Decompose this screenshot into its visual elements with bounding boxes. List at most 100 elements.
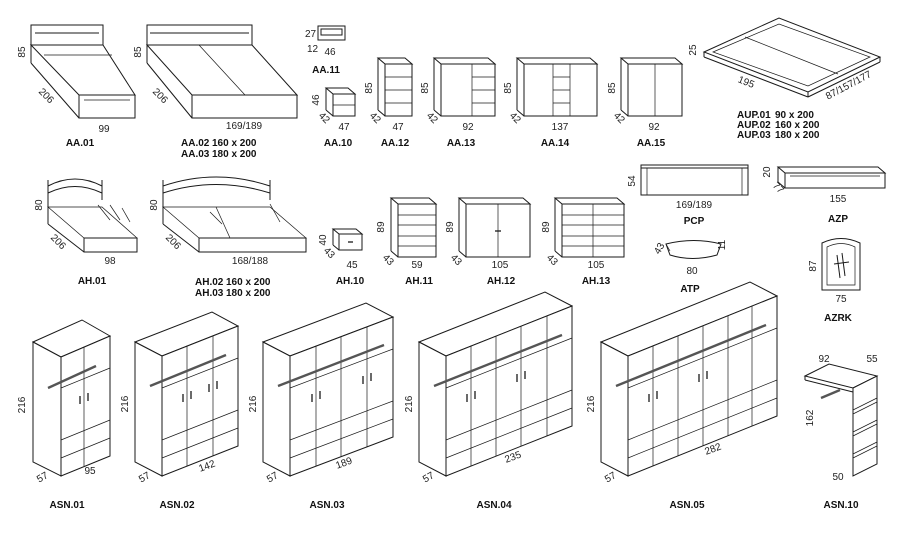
bed-aa01-drawing — [29, 24, 136, 119]
item-aa15: 85 42 92 AA.15 — [607, 57, 684, 149]
aa12-width: 47 — [392, 122, 404, 133]
aa11-width: 46 — [324, 47, 336, 58]
azp-code: AZP — [828, 214, 848, 225]
item-ah01: 80 206 98 AH.01 — [34, 178, 138, 287]
asn04-depth: 57 — [421, 470, 437, 485]
atp-code: ATP — [680, 284, 700, 295]
azrk-height: 87 — [808, 260, 819, 272]
aa01-height: 85 — [17, 46, 28, 58]
item-asn02: 216 57 142 ASN.02 — [120, 311, 240, 511]
asn04-code: ASN.04 — [476, 500, 511, 511]
shelf-aa11-drawing — [317, 25, 346, 41]
mirror-azrk-drawing — [821, 238, 861, 291]
asn10-depth: 55 — [866, 354, 878, 365]
aa13-code: AA.13 — [447, 138, 476, 149]
aup03-code: AUP.03 — [737, 130, 771, 141]
drawer-azp-drawing — [776, 166, 887, 189]
asn03-depth: 57 — [265, 470, 281, 485]
asn05-height: 216 — [586, 395, 597, 412]
ah11-depth: 43 — [380, 252, 396, 268]
asn01-height: 216 — [17, 396, 28, 413]
aa02-height: 85 — [133, 46, 144, 58]
aa15-width: 92 — [648, 122, 660, 133]
aup-depth: 195 — [736, 74, 756, 91]
aa15-code: AA.15 — [637, 138, 666, 149]
ah02-width: 168/188 — [232, 256, 269, 267]
asn03-height: 216 — [248, 395, 259, 412]
ah12-height: 89 — [445, 221, 456, 233]
asn05-code: ASN.05 — [669, 500, 704, 511]
ah11-width: 59 — [411, 260, 423, 271]
item-aa01: 85 206 99 AA.01 — [17, 24, 136, 149]
asn02-depth: 57 — [137, 470, 153, 485]
item-ah02: 80 206 168/188 AH.02 160 x 200 AH.03 180… — [149, 176, 307, 299]
item-asn05: 216 57 282 ASN.05 — [586, 281, 779, 511]
aup01-size: 90 x 200 — [775, 110, 814, 121]
aa10-code: AA.10 — [324, 138, 353, 149]
asn10-height: 162 — [805, 409, 816, 426]
ah10-height: 40 — [318, 234, 329, 246]
azrk-width: 75 — [835, 294, 847, 305]
item-ah13: 89 43 105 AH.13 — [541, 197, 626, 287]
asn03-code: ASN.03 — [309, 500, 344, 511]
aa12-height: 85 — [364, 82, 375, 94]
aa02-width: 169/189 — [226, 121, 263, 132]
pcp-width: 169/189 — [676, 200, 713, 211]
ah02-size: 160 x 200 — [226, 277, 271, 288]
aa02-code: AA.02 — [181, 138, 210, 149]
aa14-height: 85 — [503, 82, 514, 94]
ah12-code: AH.12 — [487, 276, 516, 287]
ah10-depth: 43 — [321, 245, 337, 261]
aa03-size: 180 x 200 — [212, 149, 257, 160]
ah10-code: AH.10 — [336, 276, 365, 287]
ah01-width: 98 — [104, 256, 116, 267]
ah13-height: 89 — [541, 221, 552, 233]
asn02-code: ASN.02 — [159, 500, 194, 511]
ah01-depth: 206 — [48, 232, 68, 252]
aa01-width: 99 — [98, 124, 110, 135]
cabinet-aa13-drawing — [432, 57, 497, 117]
aa13-width: 92 — [462, 122, 474, 133]
aa15-height: 85 — [607, 82, 618, 94]
asn01-code: ASN.01 — [49, 500, 84, 511]
aa01-depth: 206 — [36, 86, 56, 106]
ah12-depth: 43 — [448, 252, 464, 268]
ah02-depth: 206 — [163, 232, 183, 252]
ah11-code: AH.11 — [405, 276, 433, 287]
item-asn01: 216 57 95 ASN.01 — [17, 319, 112, 511]
aa02-size: 160 x 200 — [212, 138, 257, 149]
ah02-height: 80 — [149, 199, 160, 211]
azp-width: 155 — [830, 194, 847, 205]
asn01-width: 95 — [84, 466, 96, 477]
atp-height: 11 — [717, 239, 728, 250]
wardrobe-asn02-drawing — [133, 311, 240, 477]
ah11-height: 89 — [376, 221, 387, 233]
dresser-ah13-drawing — [553, 197, 626, 258]
azrk-code: AZRK — [824, 313, 853, 324]
aa01-code: AA.01 — [66, 138, 95, 149]
wardrobe-asn04-drawing — [417, 291, 574, 477]
item-ah10: 40 43 45 AH.10 — [318, 228, 365, 287]
item-aa13: 85 42 92 AA.13 — [420, 57, 497, 149]
aa10-height: 46 — [311, 94, 322, 106]
item-ah12: 89 43 105 AH.12 — [445, 197, 532, 287]
ah02-code: AH.02 — [195, 277, 224, 288]
asn10-base: 50 — [832, 472, 844, 483]
asn10-code: ASN.10 — [823, 500, 858, 511]
item-asn10: 92 55 162 50 ASN.10 — [803, 354, 879, 511]
shelf-unit-asn10-drawing — [803, 363, 879, 477]
item-atp: 43 11 80 ATP — [652, 239, 728, 295]
azp-depth: 77 — [770, 180, 786, 196]
bed-aa02-drawing — [145, 24, 299, 119]
bed-ah02-drawing — [162, 176, 307, 253]
item-azrk: 87 75 AZRK — [808, 238, 861, 324]
nightstand-aa10-drawing — [324, 87, 357, 117]
frame-aup-drawing — [702, 17, 882, 98]
aa10-width: 47 — [338, 122, 350, 133]
aa13-height: 85 — [420, 82, 431, 94]
ah03-code: AH.03 — [195, 288, 224, 299]
ah13-code: AH.13 — [582, 276, 611, 287]
azp-height: 20 — [762, 166, 773, 178]
ah03-size: 180 x 200 — [226, 288, 271, 299]
